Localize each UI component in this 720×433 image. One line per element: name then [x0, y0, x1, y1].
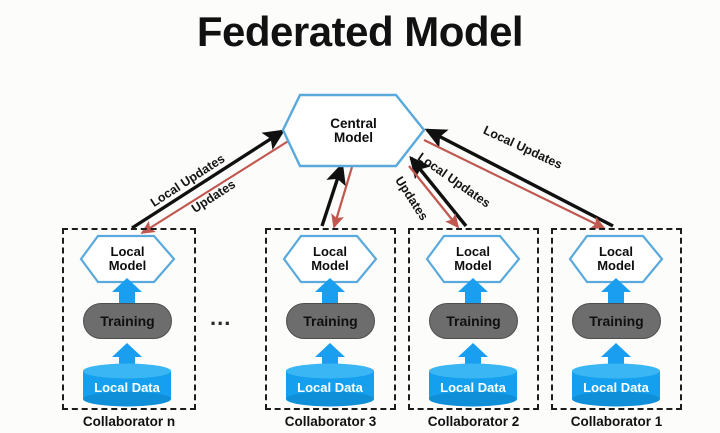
edge-collaborator-2	[408, 155, 468, 229]
training-to-model-arrow-n	[112, 278, 142, 303]
local-model-hexagon-n	[79, 234, 176, 284]
edge-collaborator-n	[131, 129, 291, 234]
edge-collaborator-1	[423, 128, 614, 229]
local-data-cylinder-n	[83, 363, 171, 407]
page-title: Federated Model	[196, 8, 524, 55]
local-model-node-1[interactable]: Local Model	[570, 236, 662, 282]
collaborator-3-box[interactable]	[265, 228, 396, 410]
collaborator-3-caption: Collaborator 3	[284, 414, 377, 429]
local-model-hexagon-2	[425, 234, 521, 284]
data-to-training-arrow-3	[315, 343, 345, 368]
local-data-node-1[interactable]: Local Data	[572, 364, 660, 406]
training-to-model-arrow-1	[601, 278, 631, 303]
data-to-training-arrow-1	[601, 343, 631, 368]
training-node-2[interactable]: Training	[429, 303, 518, 339]
collaborator-2-box[interactable]	[408, 228, 539, 410]
collaborator-n-box[interactable]	[62, 228, 196, 410]
edge-collaborator-3	[320, 162, 354, 229]
local-data-label-1: Local Data	[583, 379, 649, 395]
collaborator-2-caption: Collaborator 2	[427, 414, 520, 429]
training-node-3[interactable]: Training	[286, 303, 375, 339]
collaborators-ellipsis: ...	[210, 305, 232, 330]
local-data-cylinder-1	[572, 363, 660, 407]
local-data-cylinder-2	[429, 363, 517, 407]
local-model-hexagon-3	[282, 234, 378, 284]
local-data-cylinder-3	[286, 363, 374, 407]
data-to-training-arrow-n	[112, 343, 142, 368]
collaborator-n-caption: Collaborator n	[82, 414, 176, 429]
local-model-label-1: Local Model	[597, 244, 635, 273]
training-to-model-arrow-2	[458, 278, 488, 303]
collaborator-1-box[interactable]	[551, 228, 682, 410]
training-to-model-arrow-3	[315, 278, 345, 303]
training-node-n[interactable]: Training	[83, 303, 172, 339]
training-node-1[interactable]: Training	[572, 303, 661, 339]
collaborator-1-caption: Collaborator 1	[570, 414, 663, 429]
central-model-hexagon	[281, 93, 426, 168]
local-model-hexagon-1	[568, 234, 664, 284]
data-to-training-arrow-2	[458, 343, 488, 368]
